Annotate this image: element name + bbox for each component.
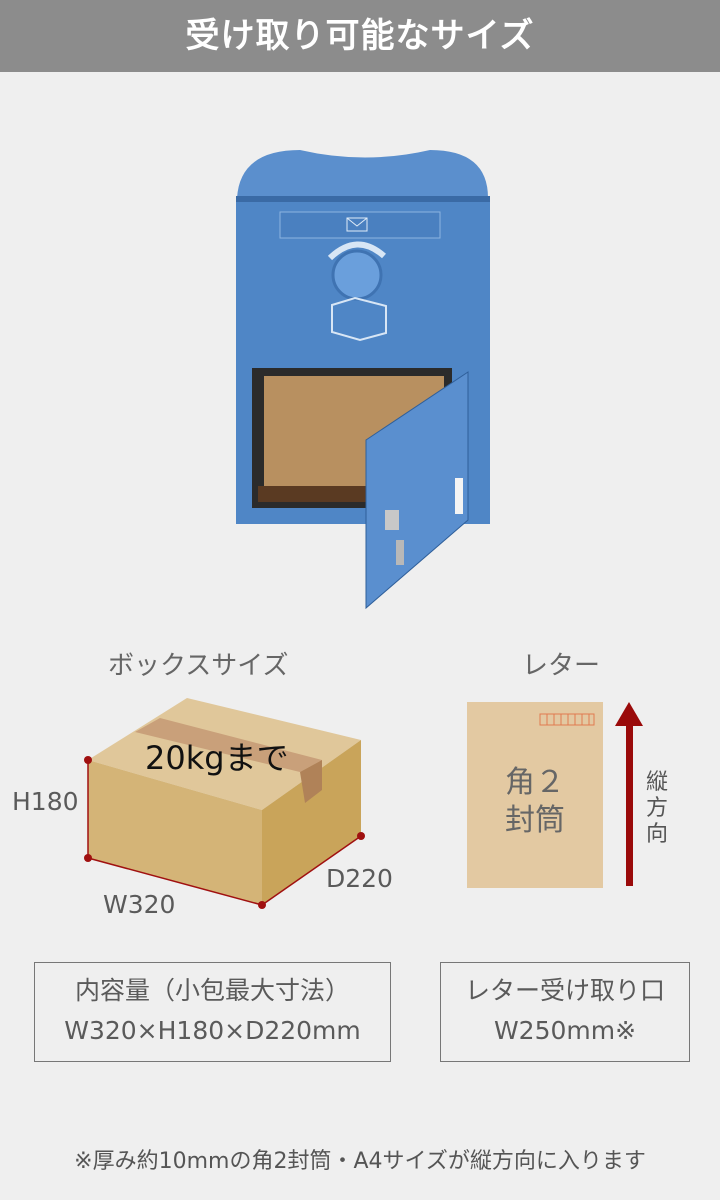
capacity-value: W320×H180×D220mm xyxy=(64,1016,361,1045)
capacity-box: 内容量（小包最大寸法） W320×H180×D220mm xyxy=(34,962,391,1062)
mailbox-image xyxy=(236,150,490,610)
envelope-label: 角２ 封筒 xyxy=(467,764,603,840)
weight-limit-label: 20kgまで xyxy=(145,739,289,777)
capacity-title: 内容量（小包最大寸法） xyxy=(74,976,350,1005)
width-label: W320 xyxy=(103,890,176,919)
vertical-arrow-icon xyxy=(615,702,643,886)
envelope-label-line1: 角２ xyxy=(505,765,565,800)
envelope-diagram xyxy=(467,702,603,888)
height-label: H180 xyxy=(12,787,79,816)
depth-label: D220 xyxy=(326,864,393,893)
page-title: 受け取り可能なサイズ xyxy=(0,0,720,72)
box-diagram xyxy=(84,698,365,909)
direction-label: 縦方向 xyxy=(645,770,668,847)
envelope-label-line2: 封筒 xyxy=(505,803,565,838)
letter-slot-box: レター受け取り口 W250mm※ xyxy=(440,962,690,1062)
footnote: ※厚み約10mmの角2封筒・A4サイズが縦方向に入ります xyxy=(74,1149,646,1174)
letter-slot-value: W250mm※ xyxy=(493,1016,637,1045)
box-size-title: ボックスサイズ xyxy=(108,651,289,681)
letter-title: レター xyxy=(522,651,601,681)
letter-slot-title: レター受け取り口 xyxy=(464,976,665,1005)
